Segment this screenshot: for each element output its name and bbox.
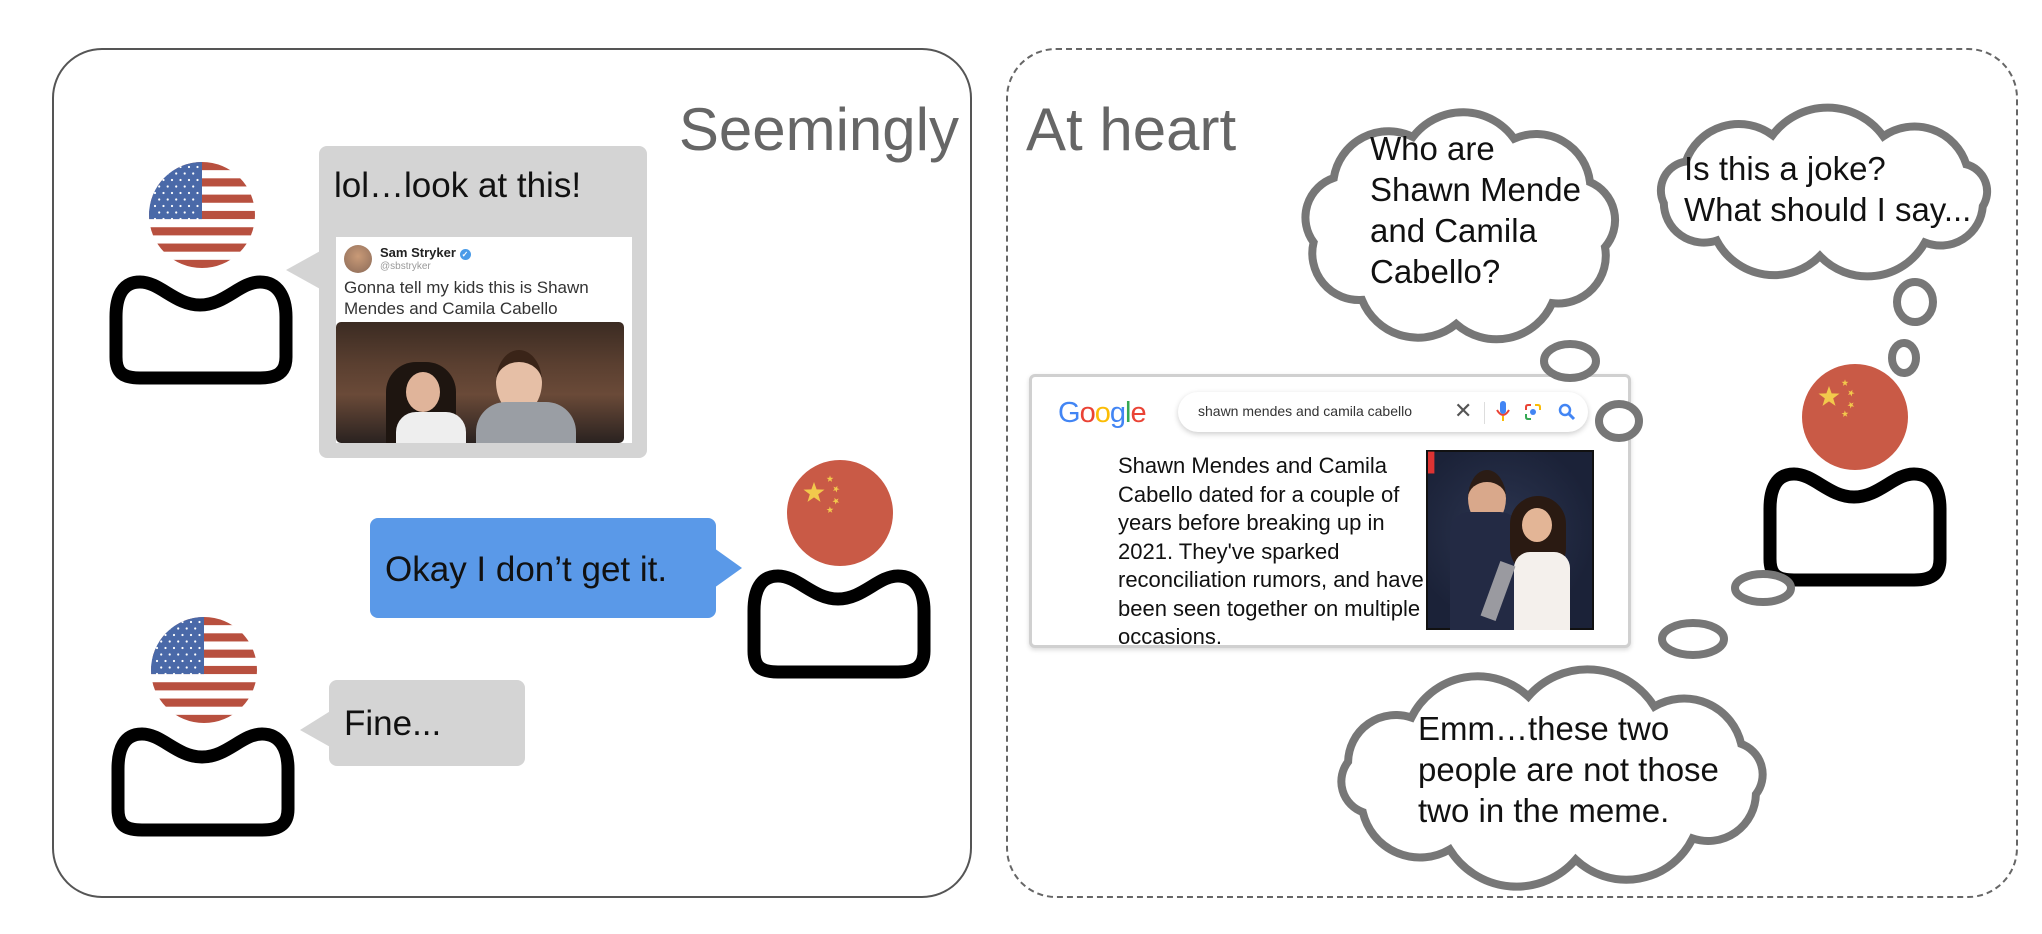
thought-bubble-dot xyxy=(1893,278,1937,326)
thought-bubble-dot xyxy=(1731,570,1795,606)
thought-bubble-dot xyxy=(1595,400,1643,442)
bubble-tail xyxy=(286,250,322,290)
thought-2: Is this a joke?What should I say... xyxy=(1684,150,1972,228)
message-text-2: Okay I don’t get it. xyxy=(385,550,668,589)
us-flag-icon xyxy=(149,162,255,268)
us-person-avatar-2 xyxy=(111,617,295,837)
seemingly-panel xyxy=(52,48,972,898)
message-bubble-2 xyxy=(370,518,716,618)
person-body-icon xyxy=(1763,467,1947,587)
google-search-card: Google shawn mendes and camila cabello ✕… xyxy=(1029,374,1631,649)
message-bubble-3 xyxy=(329,680,525,766)
person-body-icon xyxy=(111,727,295,837)
at-heart-panel xyxy=(1006,48,2018,898)
google-logo: Google xyxy=(1058,397,1147,429)
thought-bubble-dot xyxy=(1888,339,1920,377)
thought-bubble-dot xyxy=(1540,340,1600,382)
message-text-1: lol…look at this! xyxy=(334,166,582,205)
tweet-card[interactable]: Sam Stryker ✓ @sbstryker Gonna tell my k… xyxy=(336,237,632,443)
seemingly-title: Seemingly xyxy=(678,96,959,163)
tweet-meme-photo xyxy=(336,322,624,443)
search-result-snippet: Shawn Mendes and Camila Cabello dated fo… xyxy=(1118,453,1424,649)
thought-bubble-dot xyxy=(1658,619,1728,659)
us-flag-icon xyxy=(151,617,257,723)
china-flag-icon xyxy=(1802,364,1908,470)
thought-cloud-3 xyxy=(1337,665,1767,891)
verified-badge-icon: ✓ xyxy=(459,249,471,260)
tweet-author-avatar xyxy=(344,245,372,273)
tweet-author-handle: @sbstryker xyxy=(380,261,431,272)
china-person-avatar-1 xyxy=(747,460,931,679)
china-flag-icon xyxy=(787,460,893,566)
clear-icon[interactable]: ✕ xyxy=(1454,398,1473,423)
search-icon[interactable] xyxy=(1558,403,1576,421)
result-photo: ▌ xyxy=(1426,450,1594,630)
bubble-tail xyxy=(300,710,332,748)
lens-icon[interactable] xyxy=(1524,403,1542,421)
thought-cloud-2 xyxy=(1656,103,1992,281)
tweet-text: Gonna tell my kids this is Shawn Mendes … xyxy=(344,278,589,318)
tweet-author-name: Sam Stryker xyxy=(380,245,456,260)
us-person-avatar-1 xyxy=(109,162,293,385)
thought-cloud-1 xyxy=(1301,108,1620,344)
at-heart-title: At heart xyxy=(1026,96,1237,163)
search-box[interactable]: shawn mendes and camila cabello ✕ xyxy=(1178,392,1588,432)
message-text-3: Fine... xyxy=(344,704,442,743)
person-body-icon xyxy=(747,569,931,679)
bubble-tail xyxy=(714,548,742,588)
search-query[interactable]: shawn mendes and camila cabello xyxy=(1198,403,1413,419)
china-person-avatar-2 xyxy=(1763,364,1947,587)
microphone-icon[interactable] xyxy=(1496,401,1510,423)
person-body-icon xyxy=(109,275,293,385)
